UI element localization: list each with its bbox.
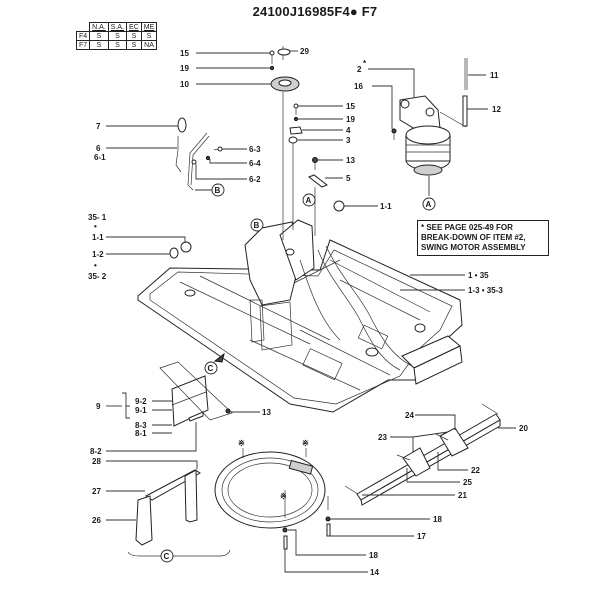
callout-6-1: 6-1	[94, 153, 106, 162]
leader-lines	[106, 50, 516, 573]
asterisk-mark: ※	[280, 492, 287, 501]
rod-11-12	[462, 58, 468, 127]
callout-18: 18	[369, 551, 378, 560]
asterisk-mark: ※	[302, 439, 309, 448]
svg-text:B: B	[254, 221, 260, 230]
callout-35-2: 35- 2	[88, 272, 107, 281]
bushings-left	[169, 241, 192, 259]
ref-marker-b: B	[250, 218, 264, 232]
availability-cell: S	[126, 40, 142, 50]
callout-8-1: 8-1	[135, 429, 147, 438]
callout-6-4: 6-4	[249, 159, 261, 168]
svg-text:B: B	[215, 186, 221, 195]
callout-35-1: 35- 1	[88, 213, 107, 222]
part-16-bolt	[391, 128, 397, 134]
callout-2: 2	[357, 65, 362, 74]
callout-4: 4	[346, 126, 351, 135]
callout-25: 25	[463, 478, 472, 487]
callout-9-1: 9-1	[135, 406, 147, 415]
callout-11: 11	[490, 71, 499, 80]
swing-motor-note: * SEE PAGE 025-49 FOR BREAK-DOWN OF ITEM…	[417, 220, 549, 256]
callout-2-asterisk: *	[363, 59, 367, 68]
callout-3: 3	[346, 136, 351, 145]
model-label: F7	[75, 40, 91, 50]
callout-8-2: 8-2	[90, 447, 102, 456]
callout-26: 26	[92, 516, 101, 525]
callout-15: 15	[346, 102, 355, 111]
callout-20: 20	[519, 424, 528, 433]
ref-marker-c: C	[160, 549, 174, 563]
callout-1-1: 1-1	[380, 202, 392, 211]
callout-21: 21	[458, 491, 467, 500]
support-stand	[127, 469, 231, 557]
middle-hardware	[288, 103, 345, 236]
callout-6-3: 6-3	[249, 145, 261, 154]
drawing-number-title: 24100J16985F4● F7	[252, 4, 378, 19]
callout-9: 9	[96, 402, 101, 411]
callout-dot: •	[94, 261, 97, 270]
callout-labels: 15 19 10 29 2 * 16 11 12 15 19 4 3 13 5 …	[88, 47, 528, 577]
callout-9-2: 9-2	[135, 397, 147, 406]
rail-assembly	[344, 403, 501, 506]
availability-row: F7 S S S NA	[75, 40, 158, 50]
callout-29: 29	[300, 47, 309, 56]
ref-marker-a: A	[302, 193, 316, 207]
callout-13: 13	[346, 156, 355, 165]
ref-marker-a: A	[422, 197, 436, 211]
callout-6-2: 6-2	[249, 175, 261, 184]
svg-text:C: C	[208, 364, 214, 373]
callout-dot: •	[94, 222, 97, 231]
asterisk-mark: ※	[238, 439, 245, 448]
callout-12: 12	[492, 105, 501, 114]
availability-cell: NA	[140, 40, 158, 50]
availability-cell: S	[107, 40, 128, 50]
callout-1-3-35-3: 1-3 • 35-3	[468, 286, 503, 295]
swing-motor-assembly	[391, 95, 467, 176]
part-19-washer	[269, 65, 275, 71]
callout-14: 14	[370, 568, 379, 577]
ref-marker-c: C	[204, 361, 218, 375]
reference-markers: A A B B C C ※ ※ ※	[160, 183, 436, 563]
part-15-bolt	[269, 50, 275, 56]
callout-1-1: 1-1	[92, 233, 104, 242]
svg-text:A: A	[306, 196, 312, 205]
callout-15: 15	[180, 49, 189, 58]
callout-16: 16	[354, 82, 363, 91]
callout-13: 13	[262, 408, 271, 417]
side-cover-panel	[159, 352, 233, 427]
svg-text:A: A	[426, 200, 432, 209]
part-7-grip	[177, 117, 187, 133]
upper-frame	[137, 219, 463, 413]
part-29-seal	[277, 48, 291, 56]
callout-1-35: 1 • 35	[468, 271, 489, 280]
callout-1-2: 1-2	[92, 250, 104, 259]
callout-23: 23	[378, 433, 387, 442]
callout-22: 22	[471, 466, 480, 475]
svg-text:C: C	[164, 552, 170, 561]
callout-27: 27	[92, 487, 101, 496]
swivel-joint-stack	[269, 46, 300, 240]
callout-5: 5	[346, 174, 351, 183]
callout-18: 18	[433, 515, 442, 524]
callout-8-3: 8-3	[135, 421, 147, 430]
ref-marker-b: B	[211, 183, 225, 197]
callout-19: 19	[180, 64, 189, 73]
callout-17: 17	[417, 532, 426, 541]
callout-24: 24	[405, 411, 414, 420]
callout-28: 28	[92, 457, 101, 466]
callout-7: 7	[96, 122, 101, 131]
callout-10: 10	[180, 80, 189, 89]
slewing-ring	[214, 448, 331, 550]
part-1-1-bushing	[333, 200, 345, 212]
availability-table: N.A. S.A. EC ME F4 S S S S F7 S S S NA	[75, 22, 158, 50]
callout-6: 6	[96, 144, 101, 153]
callout-19: 19	[346, 115, 355, 124]
